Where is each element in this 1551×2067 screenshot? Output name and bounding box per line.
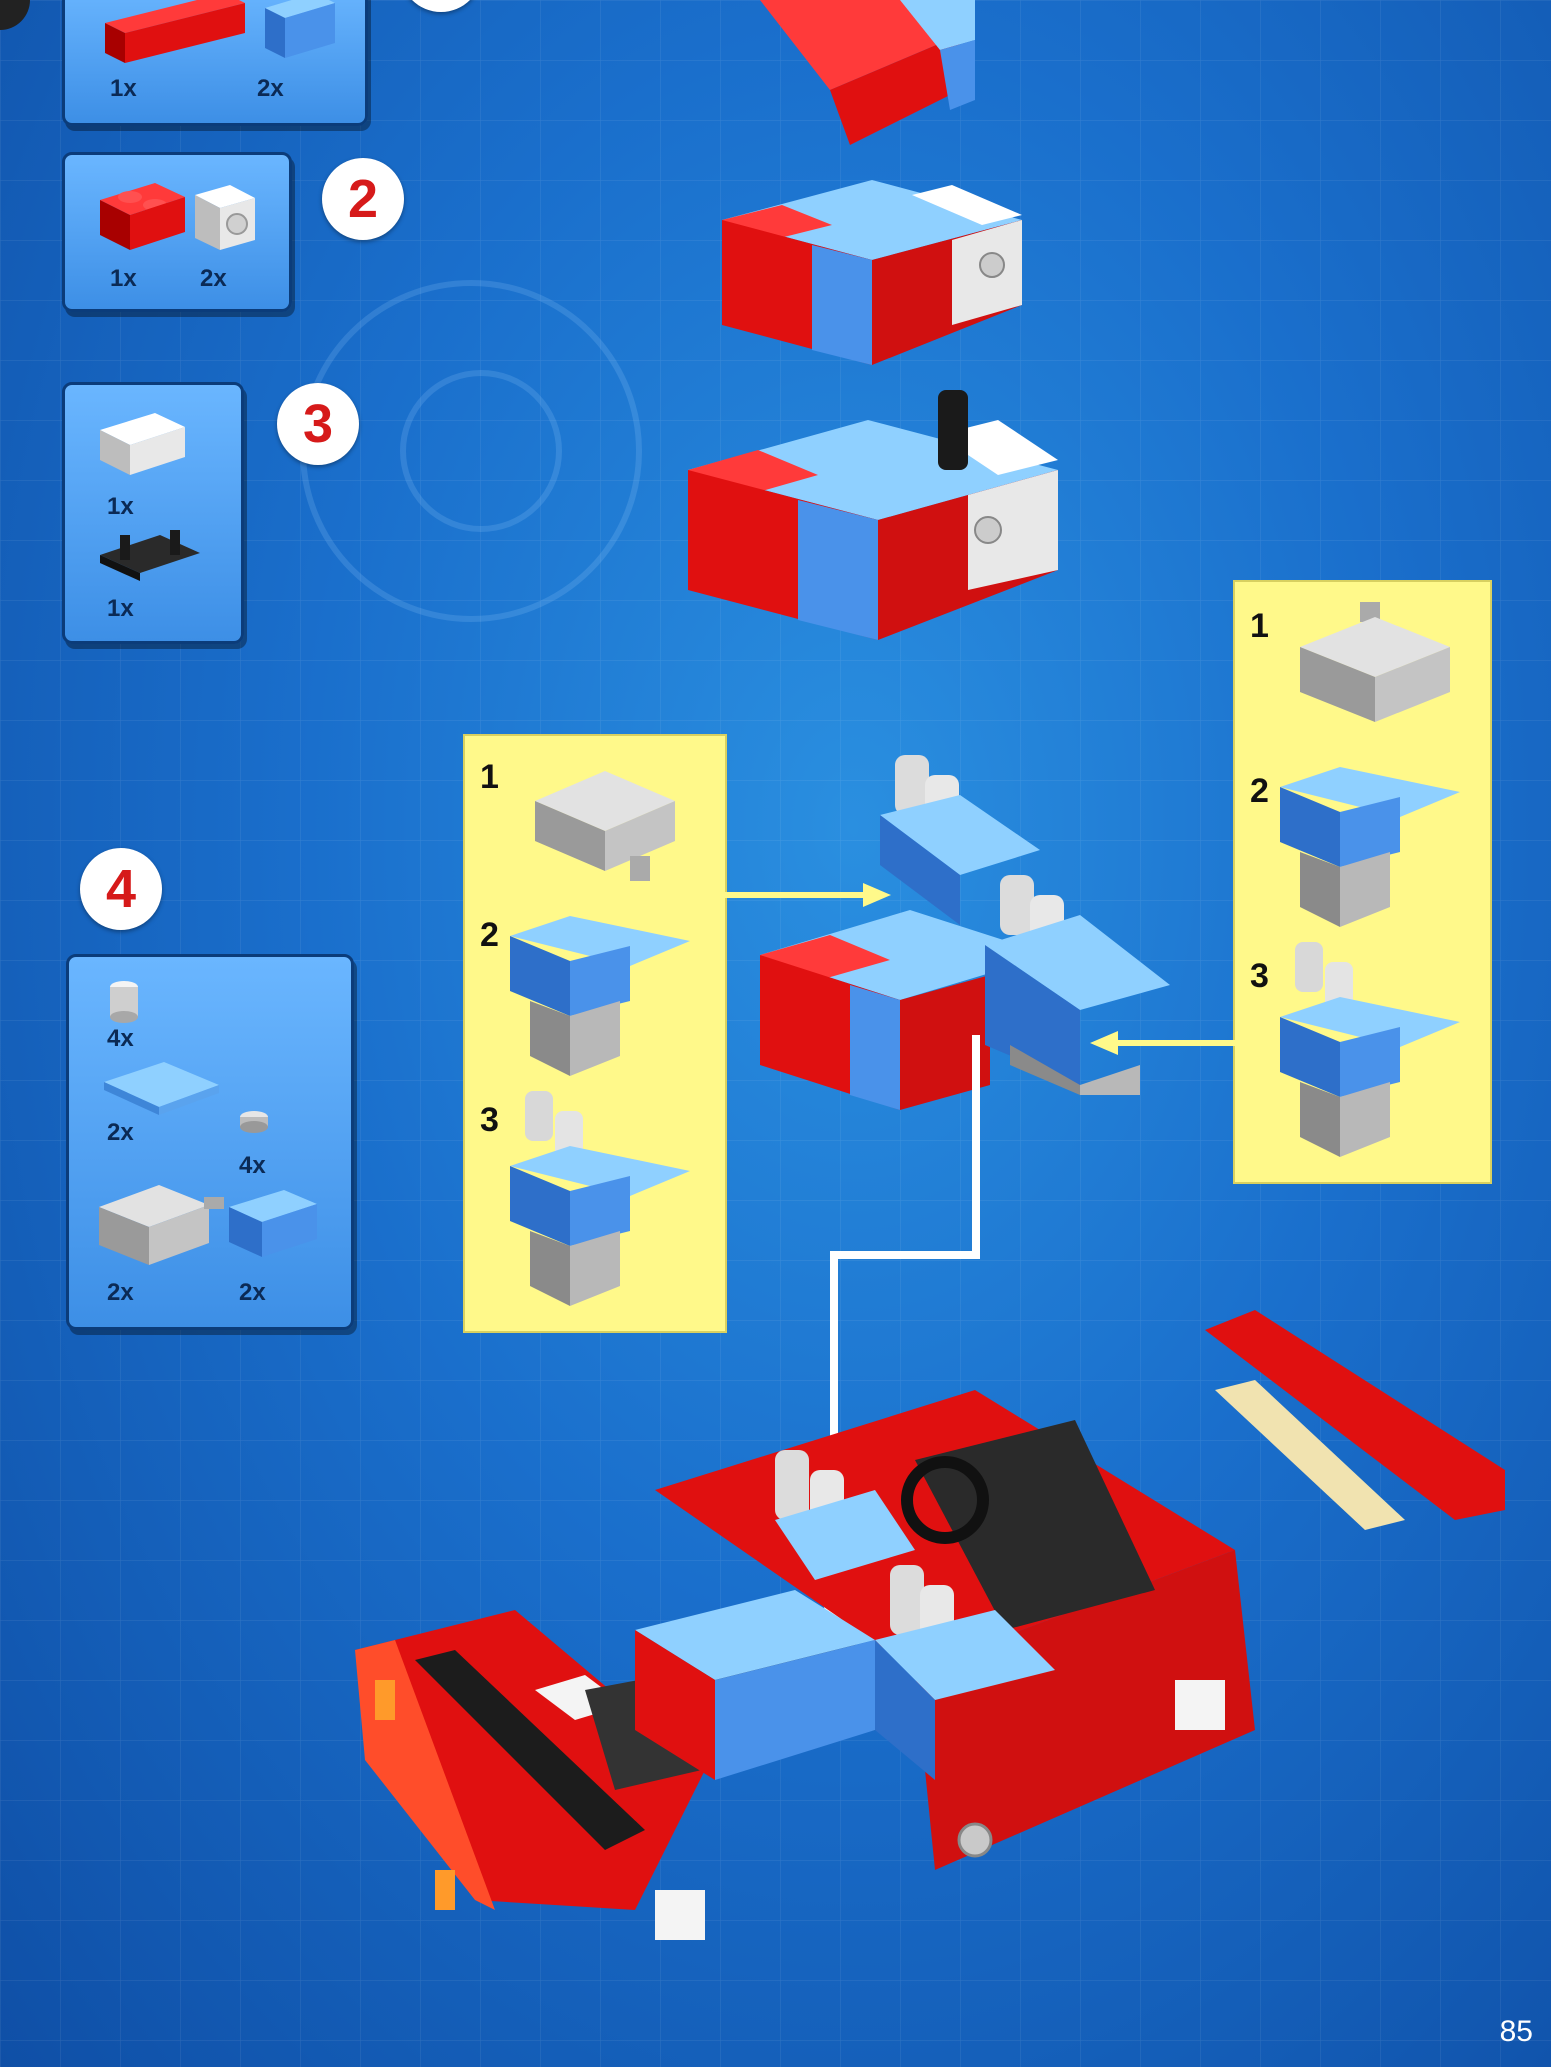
- blue-brick-on-gray-icon: [1280, 767, 1460, 927]
- step-4-assembly-result: [760, 755, 1170, 1110]
- step-3-parts-box: 1x 1x: [62, 382, 244, 644]
- step-number-2: 2: [322, 158, 404, 240]
- white-brick-1x2-icon: [100, 413, 185, 475]
- arrow-from-left-panel: [723, 883, 891, 907]
- part-qty: 1x: [110, 75, 137, 102]
- gray-round-brick-icon: [110, 981, 138, 1023]
- sub-step-number: 3: [1250, 957, 1269, 995]
- step-number-3: 3: [277, 383, 359, 465]
- step-4-parts-box: 4x 2x 4x 2x 2x: [66, 954, 354, 1330]
- arrow-from-right-panel: [1090, 1031, 1235, 1055]
- gray-round-plate-icon: [240, 1111, 268, 1133]
- assembly-step-1-result: [760, 0, 975, 145]
- assembly-step-3-result: [688, 390, 1058, 640]
- part-qty: 2x: [200, 265, 227, 292]
- round-bricks-on-blue-icon: [510, 1091, 690, 1306]
- white-brick-hole-icon: [195, 185, 255, 250]
- gray-brick-pin-icon: [535, 771, 675, 881]
- part-qty: 2x: [239, 1279, 266, 1306]
- gray-brick-pin-icon: [1300, 602, 1450, 722]
- red-brick-1x2-icon: [100, 183, 185, 250]
- step-2-parts-box: 1x 2x: [62, 152, 292, 312]
- part-qty: 2x: [257, 75, 284, 102]
- part-qty: 1x: [107, 595, 134, 622]
- part-qty: 2x: [107, 1119, 134, 1146]
- car-chassis-assembly: [355, 1310, 1505, 1940]
- subassembly-panel-left: 1 2 3: [463, 734, 727, 1333]
- part-qty: 1x: [110, 265, 137, 292]
- background-wheel-icon: [400, 370, 562, 532]
- part-qty: 4x: [239, 1152, 266, 1179]
- gray-brick-pin-icon: [99, 1185, 224, 1265]
- page-number: 85: [1499, 2015, 1533, 2048]
- part-qty: 4x: [107, 1025, 134, 1052]
- step-number-4: 4: [80, 848, 162, 930]
- subassembly-panel-right: 1 2 3: [1233, 580, 1492, 1184]
- sub-step-number: 1: [480, 758, 499, 796]
- assembly-step-2-result: [722, 180, 1022, 365]
- sub-step-number: 1: [1250, 607, 1269, 645]
- black-handle-plate-icon: [100, 530, 200, 581]
- blue-brick-1x2-icon: [265, 0, 335, 58]
- part-qty: 2x: [107, 1279, 134, 1306]
- step-1-parts-box: 1x 2x: [62, 0, 368, 126]
- sub-step-number: 2: [1250, 772, 1269, 810]
- sub-step-number: 2: [480, 916, 499, 954]
- blue-tile-2x2-icon: [104, 1062, 219, 1115]
- round-bricks-on-blue-icon: [1280, 942, 1460, 1157]
- blue-brick-on-gray-icon: [510, 916, 690, 1076]
- blue-brick-1x2-icon: [229, 1190, 317, 1257]
- red-brick-1x4-icon: [105, 0, 245, 63]
- sub-step-number: 3: [480, 1101, 499, 1139]
- part-qty: 1x: [107, 493, 134, 520]
